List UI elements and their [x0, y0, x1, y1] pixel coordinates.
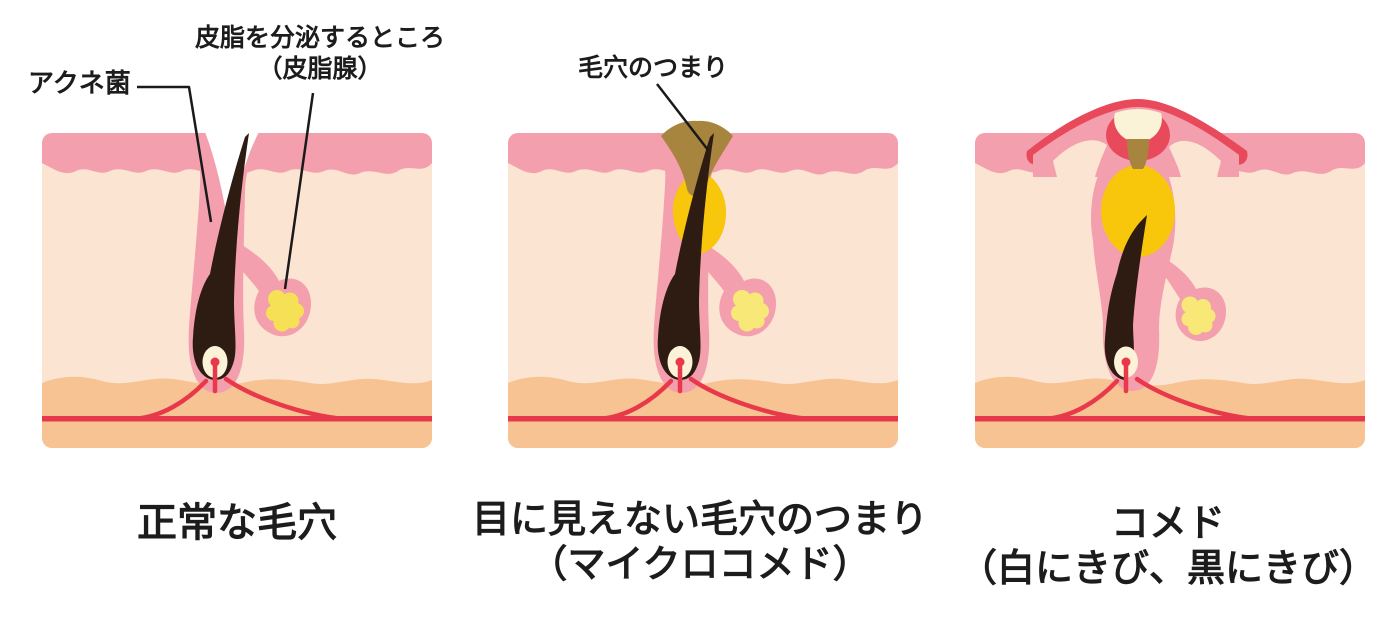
- label-sebaceous-line1: 皮脂を分泌するところ: [194, 23, 445, 52]
- label-sebaceous-line2: （皮脂腺）: [257, 54, 383, 84]
- caption-line: 目に見えない毛穴のつまり: [471, 497, 928, 541]
- pore-clog-leader-line: [656, 83, 709, 151]
- caption-line: コメド: [1110, 501, 1225, 545]
- caption-normal-pore: 正常な毛穴: [42, 500, 432, 547]
- caption-line: （マイクロコメド）: [529, 541, 871, 586]
- keratin-plug: [661, 120, 733, 197]
- caption-line: 正常な毛穴: [137, 500, 337, 546]
- whitehead: [1114, 109, 1162, 143]
- caption-line: （白にきび、黒にきび）: [958, 545, 1377, 590]
- acne-bacteria-leader-line: [137, 85, 213, 223]
- label-acne-bacteria: アクネ菌: [28, 69, 131, 99]
- caption-microcomedo: 目に見えない毛穴のつまり （マイクロコメド）: [462, 497, 938, 587]
- sebaceous-gland-leader-line: [283, 92, 315, 290]
- label-sebaceous-gland: 皮脂を分泌するところ （皮脂腺）: [160, 22, 480, 85]
- keratin-plug: [1127, 139, 1149, 169]
- caption-comedo: コメド （白にきび、黒にきび）: [938, 501, 1398, 591]
- label-pore-clog: 毛穴のつまり: [578, 53, 729, 82]
- panel-normal-pore: [42, 132, 432, 448]
- panel-microcomedo: [508, 120, 898, 448]
- panel-comedo: [975, 99, 1365, 448]
- sebum-mass: [1101, 165, 1175, 257]
- sebaceous-gland-sebum: [1181, 296, 1216, 335]
- hair-papilla: [1114, 346, 1138, 394]
- bump-dermis-left: [1053, 140, 1107, 177]
- hair-icon: [1104, 215, 1147, 380]
- bump-dermis-right: [1169, 140, 1221, 177]
